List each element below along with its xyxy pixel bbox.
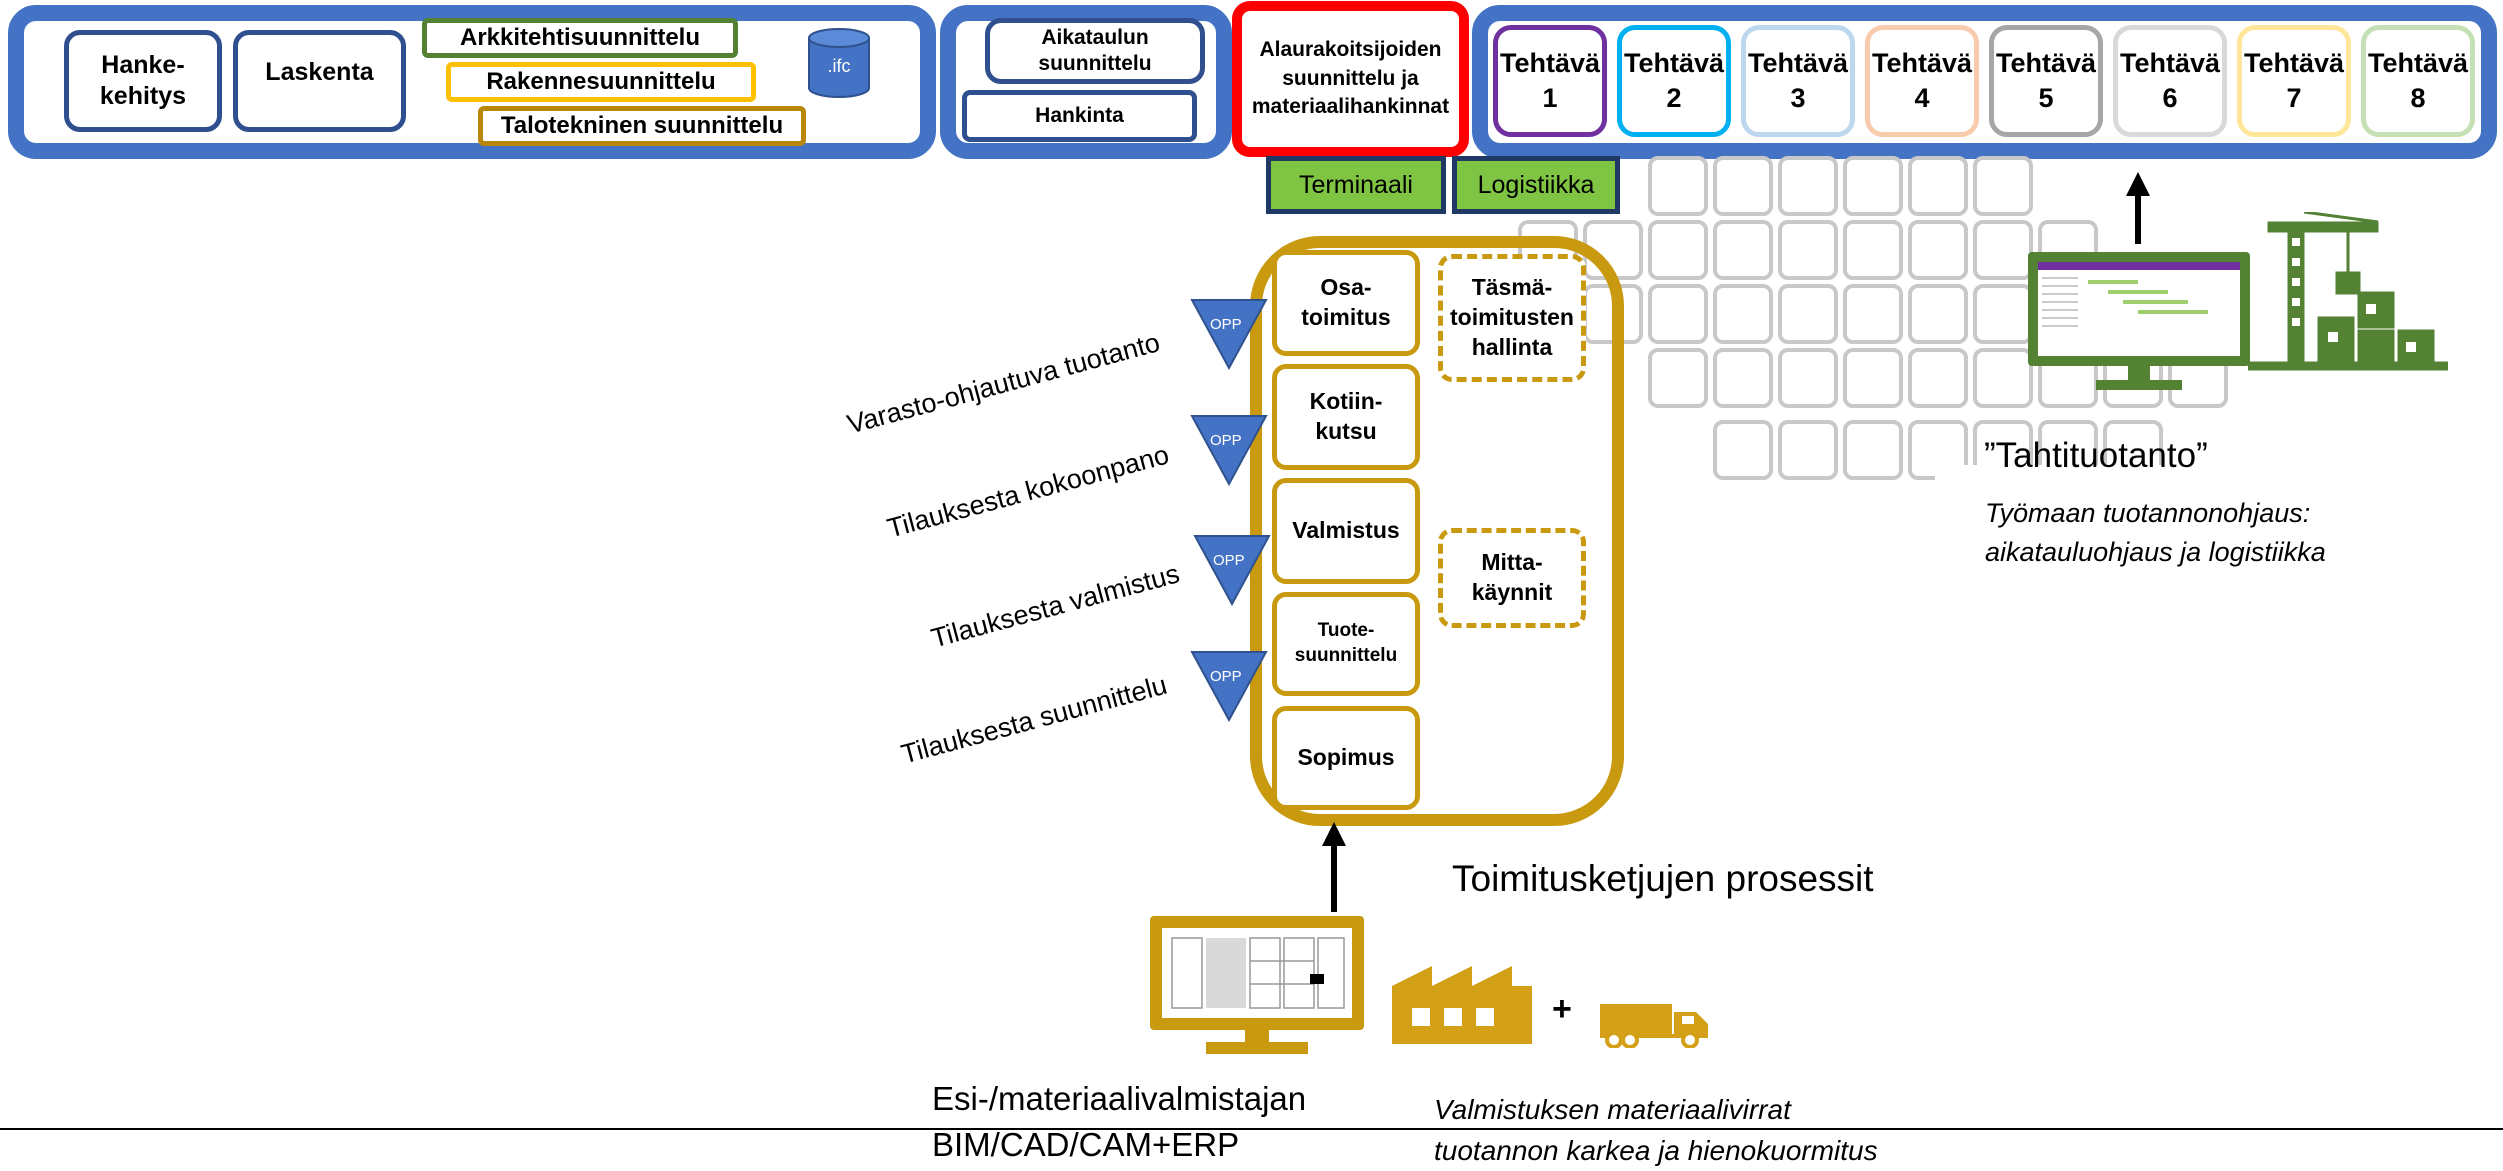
strategy-label-1: Varasto-ohjautuva tuotanto (843, 327, 1164, 440)
aikataulun-suunnittelu-label: Aikataulun suunnittelu (1038, 25, 1152, 75)
hankekehitys-label: Hanke- kehitys (99, 50, 187, 110)
opp-label-3: OPP (1213, 552, 1245, 569)
laskenta-label: Laskenta (265, 58, 374, 86)
arrow-to-tasks-icon (2126, 172, 2150, 244)
task-3-label: Tehtävä 3 (1747, 47, 1849, 113)
strategy-label-3: Tilauksesta valmistus (927, 558, 1183, 654)
tuotesuunnittelu-box: Tuote- suunnittelu (1272, 592, 1420, 696)
opp-triangle-1-icon (1190, 299, 1268, 370)
rakennesuunnittelu-label: Rakennesuunnittelu (486, 68, 716, 95)
construction-crane-icon (2248, 212, 2448, 371)
valmistus-box: Valmistus (1272, 478, 1420, 584)
task-6-label: Tehtävä 6 (2119, 47, 2221, 113)
alaurakoitsijat-label: Alaurakoitsijoiden suunnittelu ja materi… (1251, 38, 1450, 119)
valmistaja-label: Esi-/materiaalivalmistajan BIM/CAD/CAM+E… (932, 1080, 1307, 1163)
task-3-box: Tehtävä 3 (1741, 25, 1855, 137)
tasmatoimitukset-label: Täsmä- toimitusten hallinta (1450, 274, 1574, 360)
opp-triangle-2-icon (1190, 415, 1268, 486)
tuotesuunnittelu-label: Tuote- suunnittelu (1294, 620, 1398, 666)
logistiikka-label: Logistiikka (1477, 170, 1595, 199)
opp-label-4: OPP (1210, 668, 1242, 685)
supply-chain-frame (1250, 236, 1624, 826)
strategy-label-2: Tilauksesta kokoonpano (883, 439, 1173, 544)
terminaali-box: Terminaali (1266, 156, 1446, 214)
kotiinkutsu-label: Kotiin- kutsu (1309, 388, 1383, 444)
hankinta-label: Hankinta (1035, 103, 1124, 127)
arkkitehtisuunnittelu-box: Arkkitehtisuunnittelu (422, 18, 738, 58)
opp-label-1: OPP (1210, 316, 1242, 333)
opp-label-2: OPP (1210, 432, 1242, 449)
task-2-label: Tehtävä 2 (1623, 47, 1725, 113)
task-1-box: Tehtävä 1 (1493, 25, 1607, 137)
osatoimitus-box: Osa- toimitus (1272, 250, 1420, 356)
task-5-label: Tehtävä 5 (1995, 47, 2097, 113)
manufacturer-monitor-icon (1150, 916, 1364, 1054)
mittakaynnit-box: Mitta- käynnit (1438, 528, 1586, 628)
tasmatoimitukset-box: Täsmä- toimitusten hallinta (1438, 254, 1586, 382)
opp-triangle-3-icon (1193, 535, 1271, 606)
strategy-label-4: Tilauksesta suunnittelu (897, 669, 1171, 770)
hankinta-box: Hankinta (962, 90, 1197, 142)
tahtituotanto-subtitle: Työmaan tuotannonohjaus: aikatauluohjaus… (1985, 498, 2326, 568)
design-phase-frame (8, 5, 936, 159)
factory-icon (1392, 966, 1532, 1044)
ifc-label: .ifc (827, 56, 851, 76)
tasks-frame (1472, 5, 2497, 159)
scheduling-frame (940, 5, 1232, 159)
toimitusketjut-label: Toimitusketjujen prosessit (1452, 858, 1874, 899)
task-7-box: Tehtävä 7 (2237, 25, 2351, 137)
rakennesuunnittelu-box: Rakennesuunnittelu (446, 62, 756, 102)
valmistus-label: Valmistus (1292, 517, 1400, 544)
materiaalivirrat-label: Valmistuksen materiaalivirrat tuotannon … (1434, 1094, 1878, 1166)
kotiinkutsu-box: Kotiin- kutsu (1272, 364, 1420, 470)
truck-icon (1600, 1004, 1708, 1048)
task-7-label: Tehtävä 7 (2243, 47, 2345, 113)
plus-sign: + (1552, 990, 1572, 1028)
mittakaynnit-label: Mitta- käynnit (1471, 549, 1553, 605)
task-8-box: Tehtävä 8 (2361, 25, 2475, 137)
task-8-label: Tehtävä 8 (2367, 47, 2469, 113)
talotekninen-label: Talotekninen suunnittelu (500, 112, 784, 139)
task-6-box: Tehtävä 6 (2113, 25, 2227, 137)
laskenta-box: Laskenta (233, 30, 406, 132)
tahtituotanto-title: ”Tahtituotanto” (1984, 436, 2208, 475)
sopimus-label: Sopimus (1297, 744, 1395, 771)
sopimus-box: Sopimus (1272, 706, 1420, 810)
site-control-monitor-icon (2028, 252, 2250, 390)
terminaali-label: Terminaali (1299, 170, 1413, 199)
logistiikka-box: Logistiikka (1452, 156, 1620, 214)
opp-triangle-4-icon (1190, 651, 1268, 722)
osatoimitus-label: Osa- toimitus (1301, 274, 1391, 330)
task-4-box: Tehtävä 4 (1865, 25, 1979, 137)
task-2-box: Tehtävä 2 (1617, 25, 1731, 137)
task-1-label: Tehtävä 1 (1499, 47, 1601, 113)
bottom-divider-line (0, 1128, 2503, 1130)
alaurakoitsijat-box: Alaurakoitsijoiden suunnittelu ja materi… (1232, 1, 1469, 157)
ifc-database-icon (808, 28, 870, 98)
arrow-to-supply-chain-icon (1322, 822, 1346, 912)
task-4-label: Tehtävä 4 (1871, 47, 1973, 113)
hankekehitys-box: Hanke- kehitys (64, 30, 222, 132)
task-5-box: Tehtävä 5 (1989, 25, 2103, 137)
arkkitehtisuunnittelu-label: Arkkitehtisuunnittelu (459, 24, 700, 51)
talotekninen-box: Talotekninen suunnittelu (478, 106, 806, 146)
aikataulun-suunnittelu-box: Aikataulun suunnittelu (985, 18, 1205, 84)
